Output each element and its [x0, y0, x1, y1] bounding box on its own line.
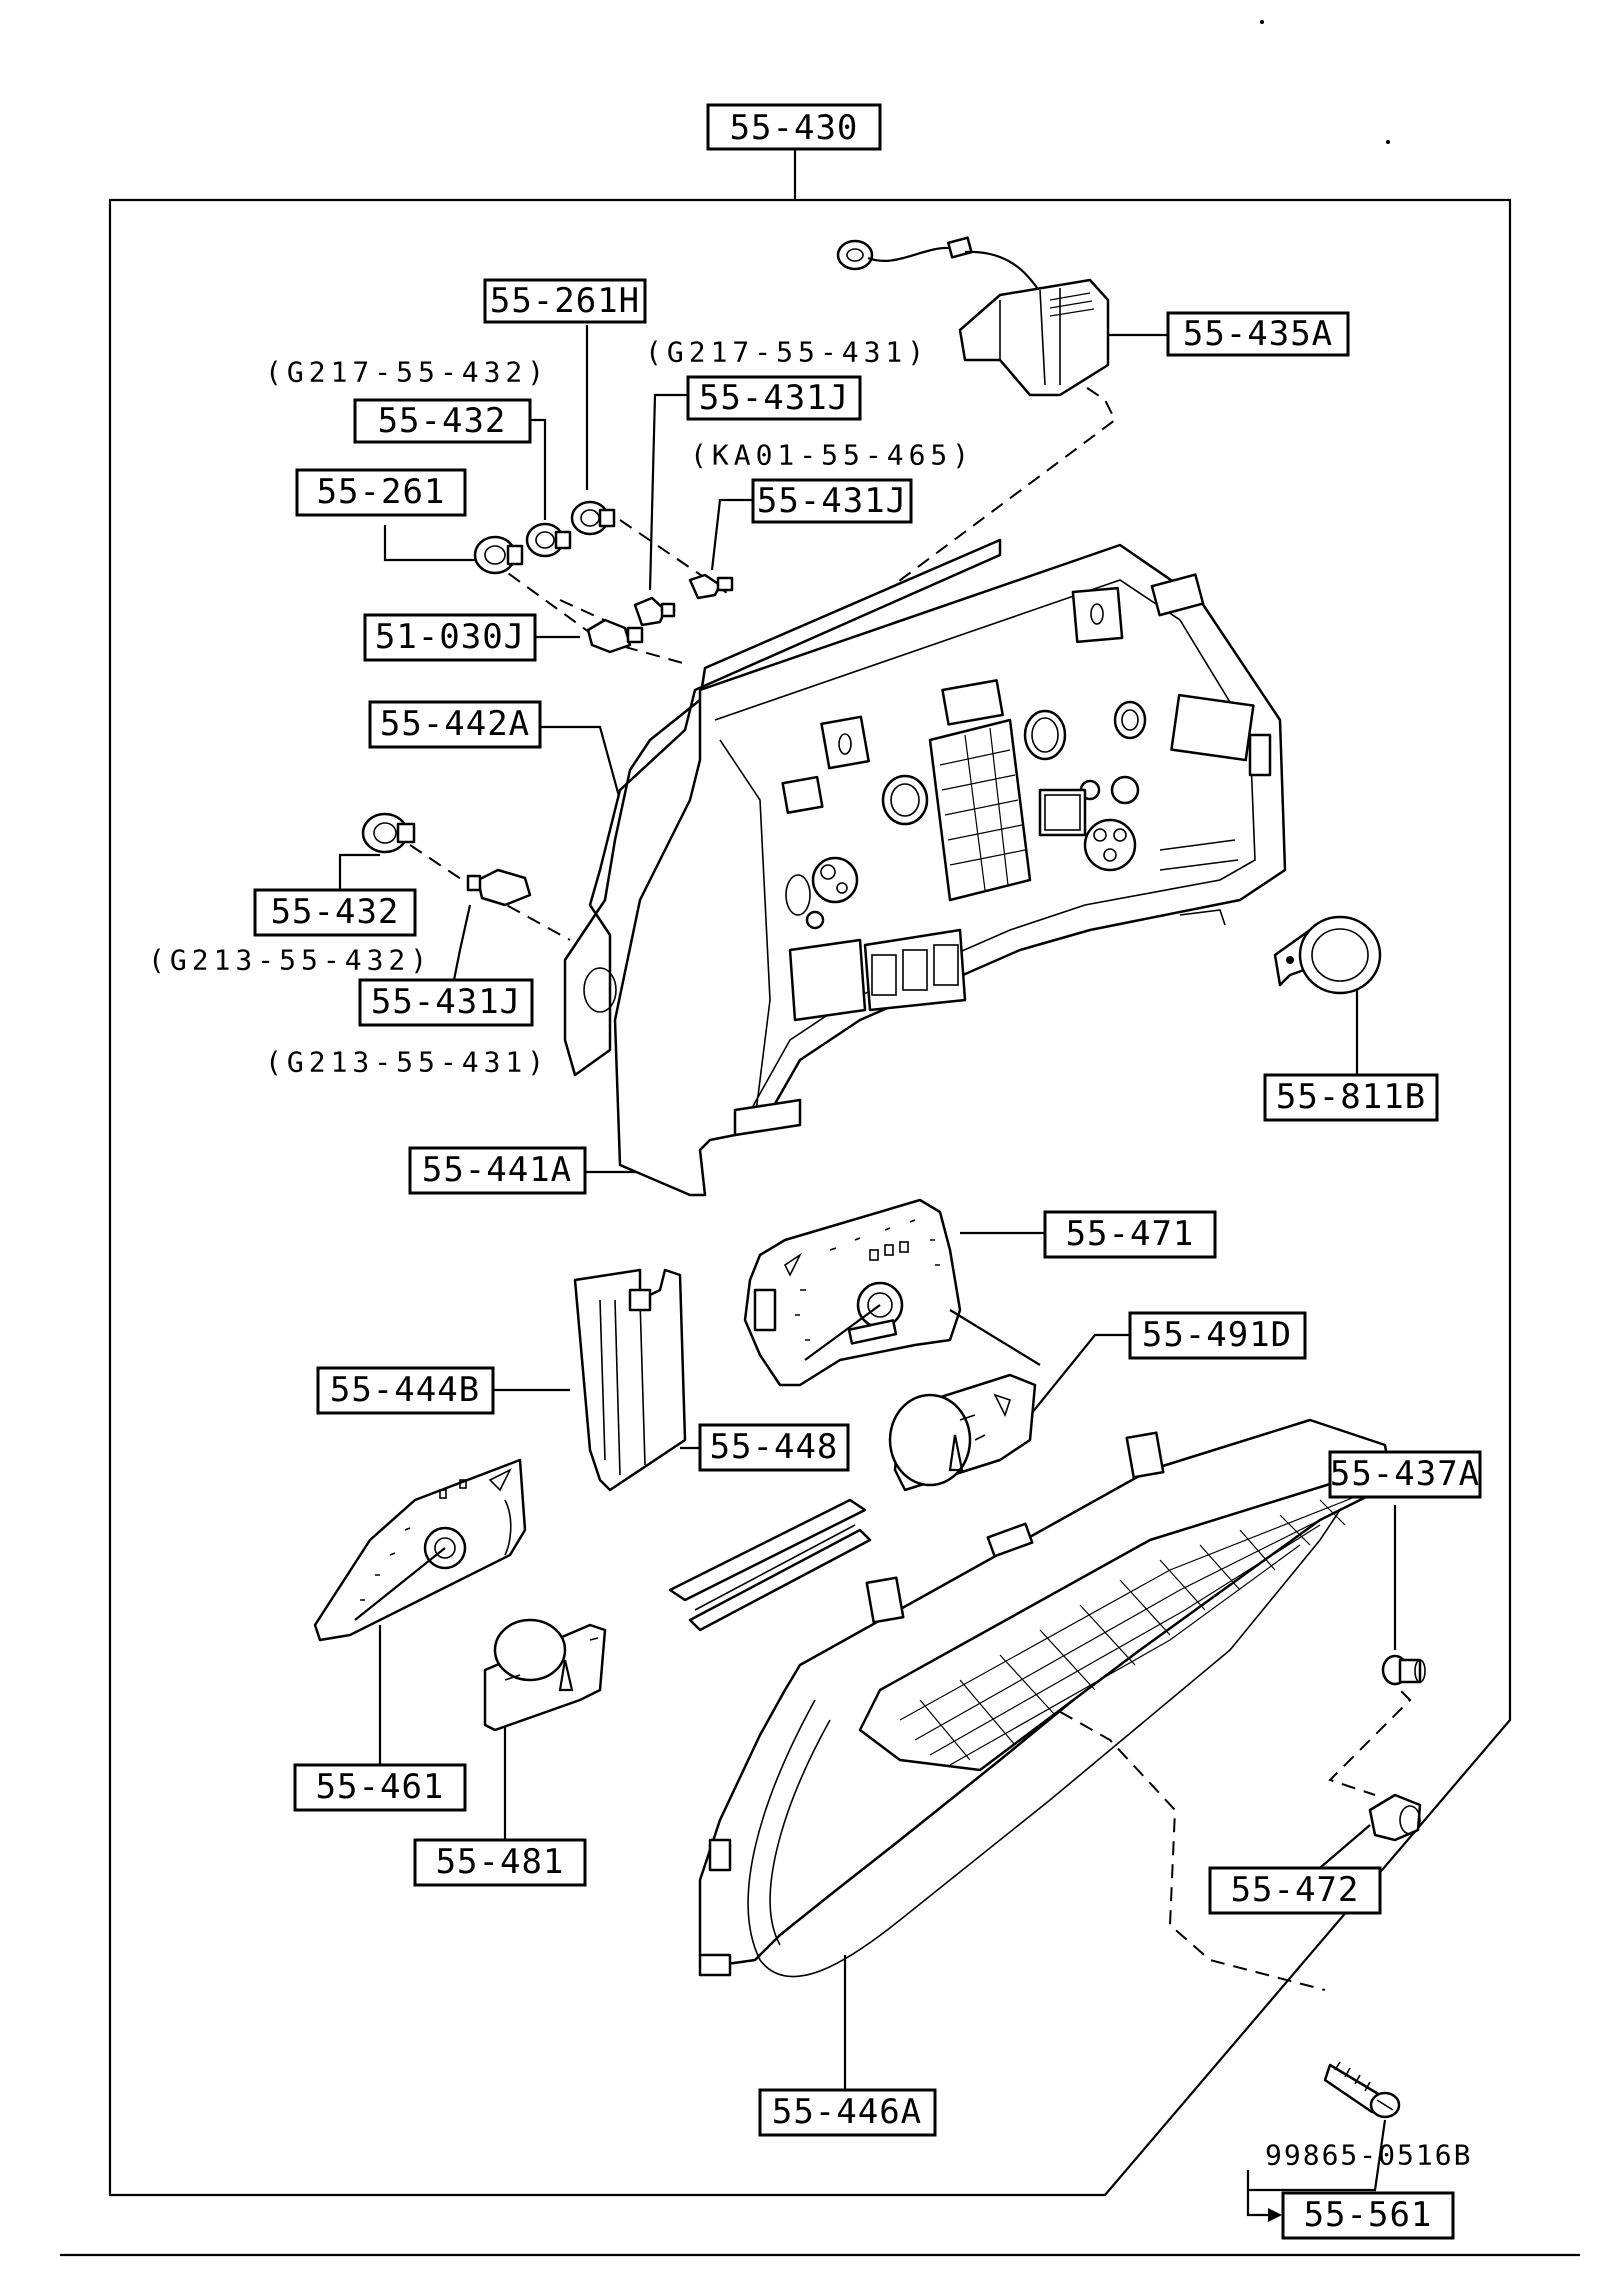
front-cover [698, 1418, 1392, 1978]
svg-text:55-441A: 55-441A [422, 1150, 572, 1190]
svg-text:55-261H: 55-261H [490, 281, 640, 321]
svg-text:55-561: 55-561 [1304, 2195, 1433, 2235]
label-55-471: 55-471 [1043, 1210, 1217, 1259]
svg-text:55-811B: 55-811B [1276, 1077, 1426, 1117]
label-55-441a: 55-441A [408, 1146, 587, 1195]
svg-text:55-461: 55-461 [316, 1767, 445, 1807]
alt-g213-55-432: (G213-55-432) [148, 944, 432, 977]
label-55-431j-c: 55-431J [358, 978, 534, 1027]
bulb-sockets-upper [473, 500, 734, 654]
svg-text:55-471: 55-471 [1066, 1214, 1195, 1254]
svg-text:55-432: 55-432 [378, 401, 507, 441]
svg-text:55-472: 55-472 [1231, 1870, 1360, 1910]
label-55-561: 55-561 [1281, 2191, 1455, 2240]
svg-text:55-481: 55-481 [436, 1842, 565, 1882]
svg-text:55-442A: 55-442A [380, 704, 530, 744]
label-55-261: 55-261 [295, 468, 467, 517]
screw [1323, 2061, 1401, 2119]
alt-g217-55-432: (G217-55-432) [265, 356, 549, 389]
label-55-432-mid: 55-432 [253, 888, 417, 937]
bushing [1381, 1654, 1426, 1686]
lens-strips [668, 1498, 872, 1632]
svg-text:55-261: 55-261 [317, 472, 446, 512]
assembly-frame [60, 148, 1580, 2257]
label-55-432-top: 55-432 [353, 398, 532, 444]
svg-text:55-444B: 55-444B [330, 1370, 480, 1410]
label-55-481: 55-481 [413, 1838, 587, 1887]
speck [1386, 140, 1390, 144]
label-55-448: 55-448 [698, 1423, 850, 1472]
svg-text:55-491D: 55-491D [1142, 1315, 1292, 1355]
svg-text:55-448: 55-448 [710, 1427, 839, 1467]
screw-part-number: 99865-0516B [1265, 2139, 1472, 2172]
label-55-435a: 55-435A [1166, 311, 1350, 357]
part-labels: 55-430 55-261H 55-435A 55-432 55-431J 55… [253, 103, 1482, 2240]
label-55-472: 55-472 [1208, 1866, 1382, 1915]
label-55-491d: 55-491D [1128, 1311, 1307, 1360]
label-main: 55-430 [706, 103, 882, 151]
label-55-437a: 55-437A [1328, 1450, 1482, 1499]
small-gauge [483, 1618, 607, 1732]
alternate-part-numbers: (G217-55-432) (G217-55-431) (KA01-55-465… [148, 336, 1472, 2172]
alt-g213-55-431: (G213-55-431) [265, 1046, 549, 1079]
fuel-temp-gauge [888, 1373, 1037, 1492]
svg-text:55-430: 55-430 [730, 108, 859, 148]
label-55-446a: 55-446A [758, 2088, 937, 2137]
label-55-261h: 55-261H [483, 278, 647, 324]
meter-case [563, 538, 1287, 1197]
speedometer [743, 1198, 1041, 1387]
label-55-811b: 55-811B [1263, 1073, 1439, 1122]
bulb-socket-mid [361, 812, 532, 907]
wiring-harness [836, 236, 1110, 397]
alt-g217-55-431: (G217-55-431) [645, 336, 929, 369]
label-55-442a: 55-442A [368, 700, 542, 749]
label-55-431j-b: 55-431J [751, 478, 913, 524]
printed-plate [573, 1268, 687, 1492]
speck [1260, 20, 1264, 24]
buzzer [1273, 915, 1382, 995]
svg-text:55-432: 55-432 [271, 892, 400, 932]
bulb-472 [1368, 1793, 1422, 1842]
svg-text:55-435A: 55-435A [1183, 314, 1333, 354]
tachometer [313, 1458, 527, 1642]
label-55-431j-a: 55-431J [686, 375, 862, 421]
label-55-461: 55-461 [293, 1763, 467, 1812]
label-55-444b: 55-444B [316, 1366, 495, 1415]
label-51-030j: 51-030J [363, 613, 537, 662]
svg-text:55-431J: 55-431J [757, 481, 907, 521]
svg-text:55-431J: 55-431J [699, 378, 849, 418]
svg-text:55-446A: 55-446A [772, 2092, 922, 2132]
svg-text:55-431J: 55-431J [371, 982, 521, 1022]
svg-text:55-437A: 55-437A [1330, 1454, 1480, 1494]
alt-ka01-55-465: (KA01-55-465) [690, 439, 974, 472]
svg-text:51-030J: 51-030J [375, 617, 525, 657]
